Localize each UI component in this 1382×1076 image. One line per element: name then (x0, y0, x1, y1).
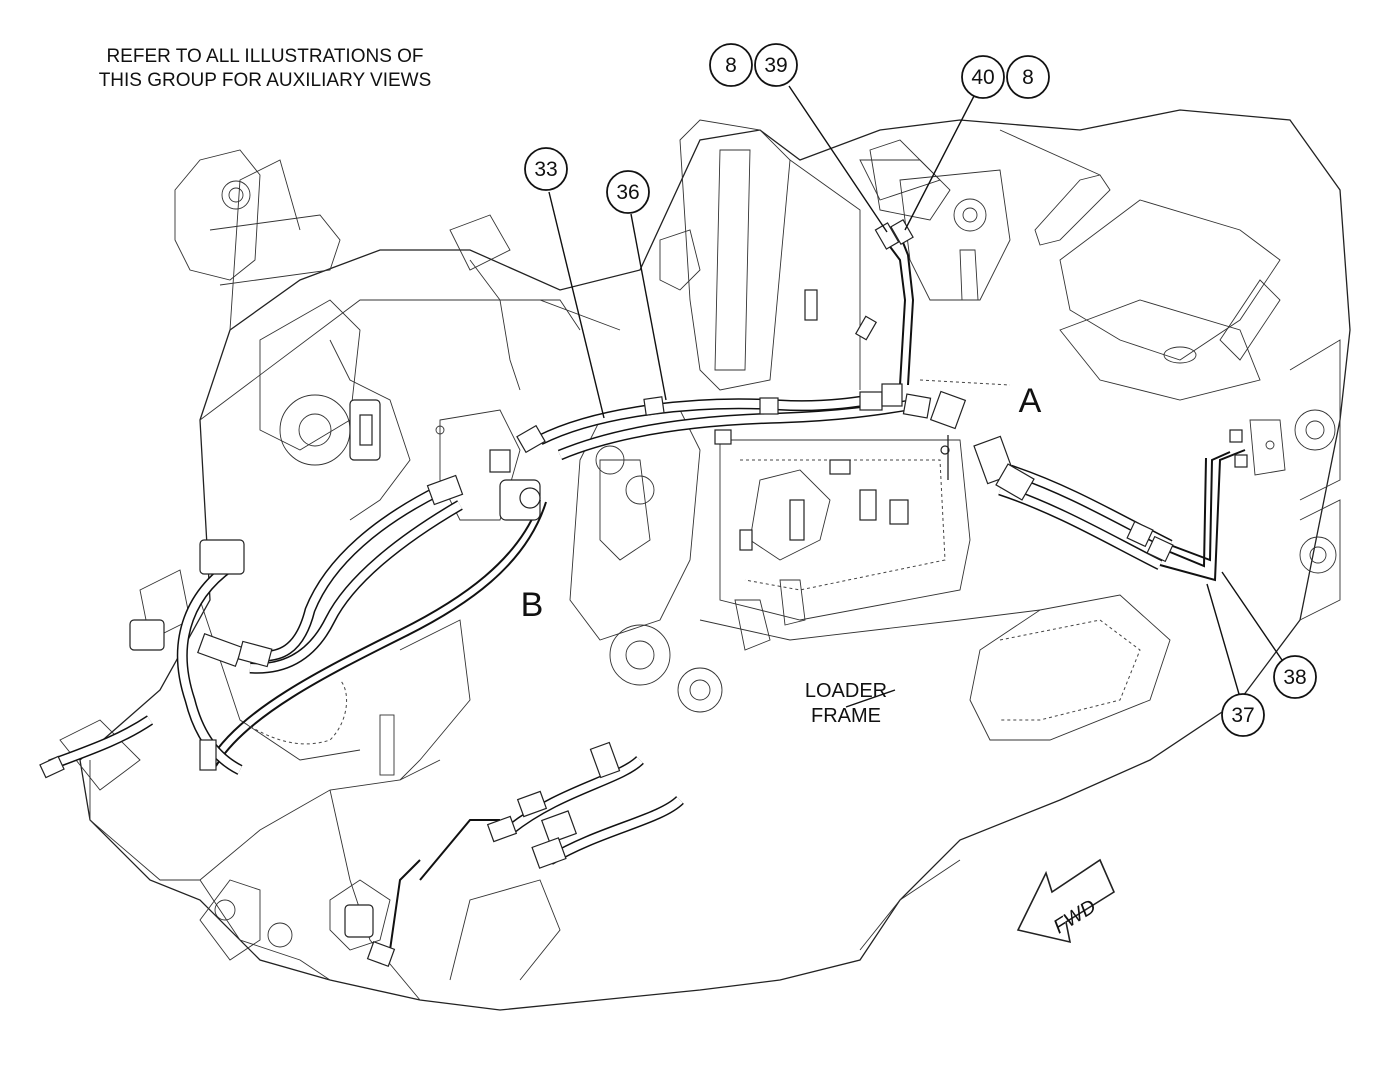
callout-36-label: 36 (616, 181, 639, 204)
leader-38 (1221, 571, 1283, 661)
callout-38[interactable]: 38 (1273, 655, 1317, 699)
callout-33-label: 33 (534, 158, 557, 181)
callout-39-label: 39 (764, 54, 787, 77)
fittings (39, 219, 1248, 967)
callout-40-label: 40 (971, 66, 994, 89)
callout-33[interactable]: 33 (524, 147, 568, 191)
callout-40[interactable]: 40 (961, 55, 1005, 99)
loader-frame-label-line-2: FRAME (811, 705, 881, 727)
callout-8-right[interactable]: 8 (1006, 55, 1050, 99)
zone-label-b: B (521, 586, 544, 624)
note-line-1: REFER TO ALL ILLUSTRATIONS OF (106, 46, 423, 67)
callout-8-left[interactable]: 8 (709, 43, 753, 87)
callout-8-right-label: 8 (1022, 66, 1034, 89)
leader-lines (548, 85, 1283, 708)
fwd-arrow-icon: FWD (1016, 858, 1116, 944)
leader-loader-frame (845, 689, 896, 708)
leader-33 (548, 191, 605, 419)
zone-label-a: A (1019, 382, 1042, 420)
leader-37 (1206, 583, 1240, 695)
callout-38-label: 38 (1283, 666, 1306, 689)
callout-37[interactable]: 37 (1221, 693, 1265, 737)
callout-8-left-label: 8 (725, 54, 737, 77)
callout-36[interactable]: 36 (606, 170, 650, 214)
leader-40 (904, 95, 975, 231)
loader-frame-label-line-1: LOADER (805, 680, 887, 702)
callout-37-label: 37 (1231, 704, 1254, 727)
leader-39 (788, 85, 888, 233)
note-line-2: THIS GROUP FOR AUXILIARY VIEWS (99, 70, 432, 91)
hose-routing (48, 234, 1246, 951)
callout-39[interactable]: 39 (754, 43, 798, 87)
leader-36 (630, 213, 667, 401)
